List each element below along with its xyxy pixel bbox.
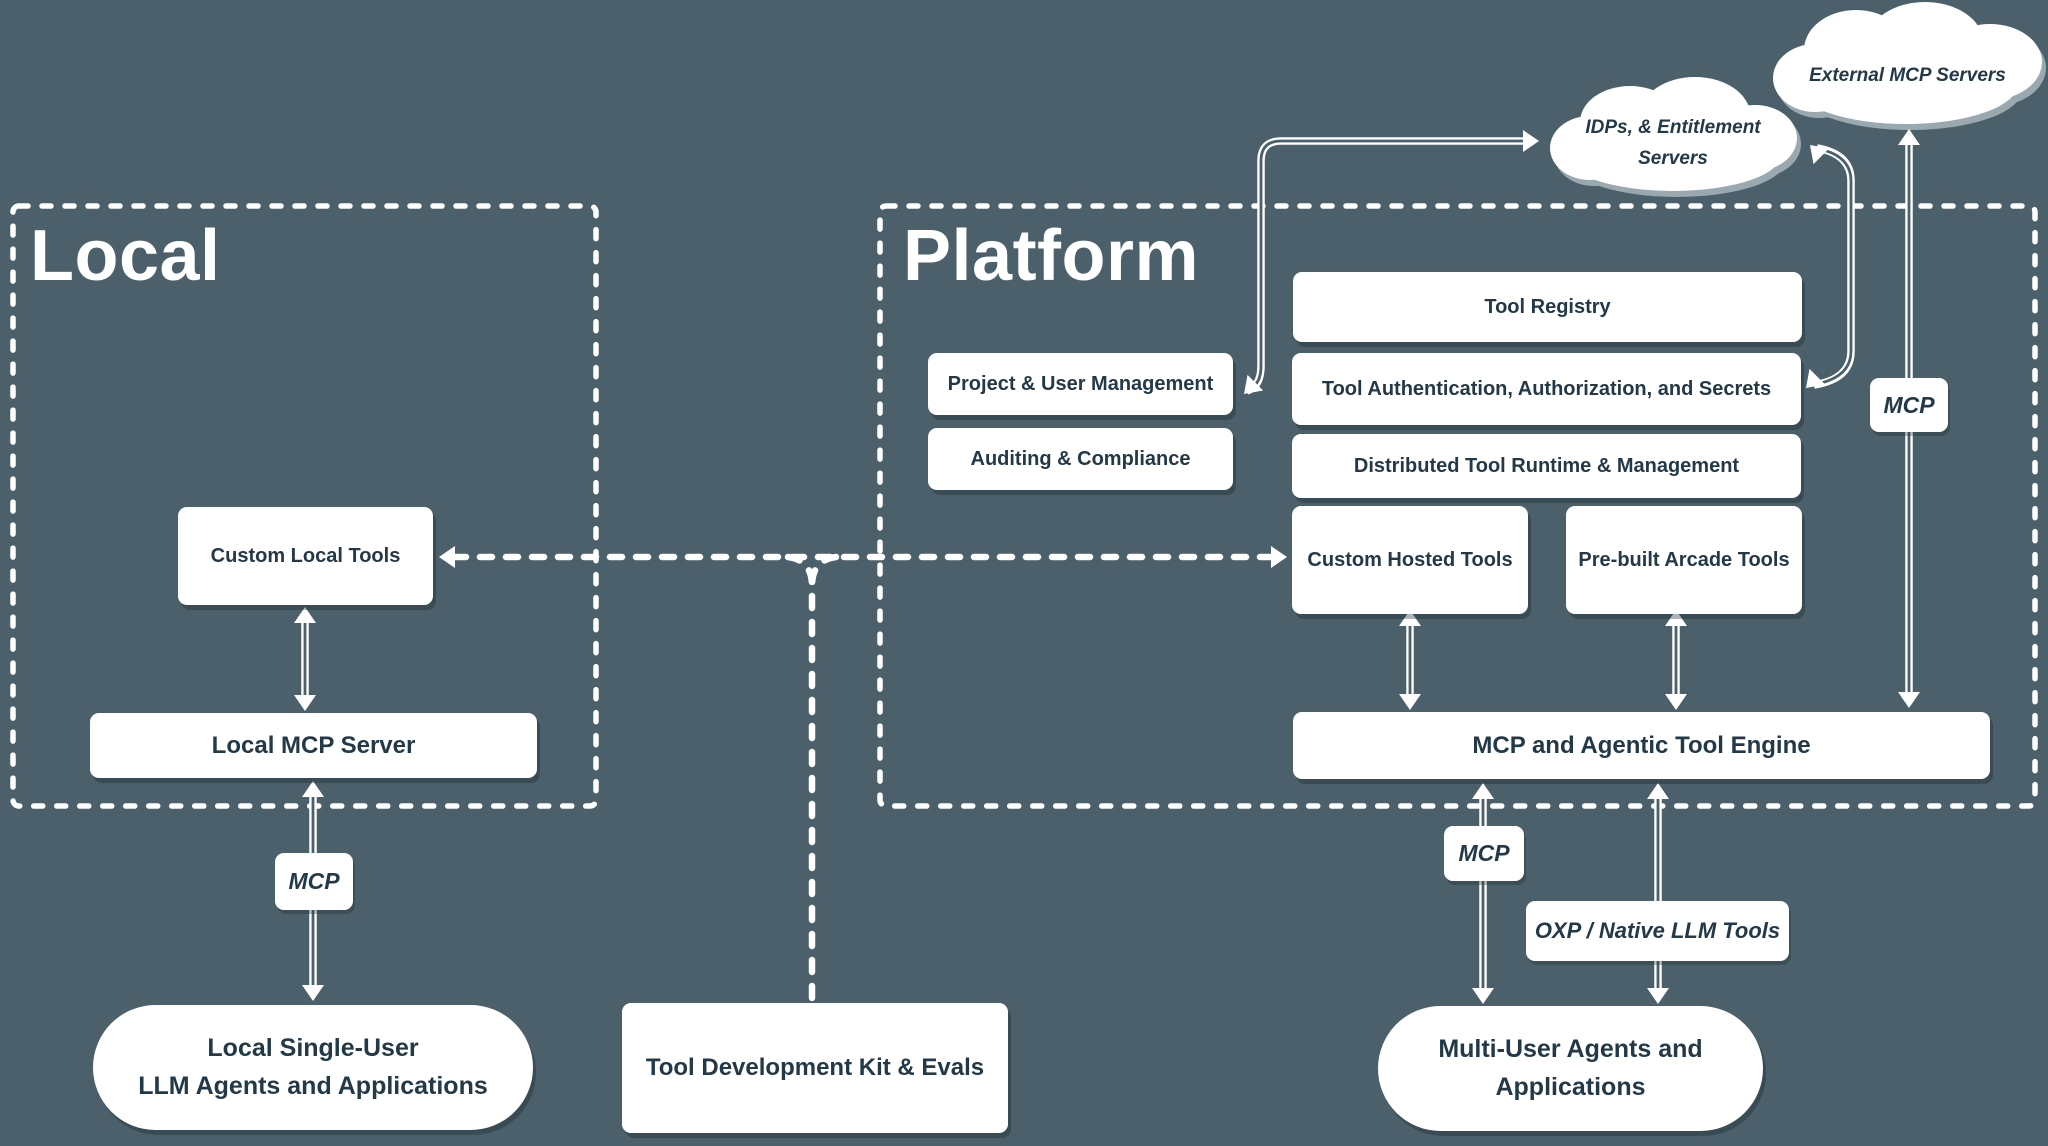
node-multi-user-agents: Multi-User Agents and Applications: [1378, 1006, 1763, 1131]
node-tool-authentication: Tool Authentication, Authorization, and …: [1292, 353, 1801, 425]
node-distributed-tool-runtime: Distributed Tool Runtime & Management: [1292, 434, 1801, 498]
mcp-label-agents: MCP: [1444, 826, 1524, 881]
multi-user-line2: Applications: [1495, 1072, 1646, 1101]
node-local-mcp-server: Local MCP Server: [90, 713, 537, 778]
idps-entitlement-servers-label: IDPs, & Entitlement Servers: [1553, 112, 1793, 174]
arrow-toolauth-idps: [1813, 144, 1855, 389]
node-custom-hosted-tools: Custom Hosted Tools: [1292, 506, 1528, 614]
node-prebuilt-arcade-tools: Pre-built Arcade Tools: [1566, 506, 1802, 614]
dashed-branch-tool-dev-kit: [784, 553, 816, 1005]
node-mcp-agentic-tool-engine: MCP and Agentic Tool Engine: [1293, 712, 1990, 779]
dashed-connector-local-hosted: [450, 553, 1276, 1005]
platform-region-frame: [877, 203, 2038, 809]
node-project-user-management: Project & User Management: [928, 353, 1233, 415]
idps-entitlement-servers-cloud: [1550, 77, 1801, 197]
external-mcp-servers-cloud: [1773, 2, 2046, 130]
node-custom-local-tools: Custom Local Tools: [178, 507, 433, 605]
multi-user-line1: Multi-User Agents and: [1438, 1035, 1703, 1063]
oxp-native-llm-tools-label: OXP / Native LLM Tools: [1526, 901, 1789, 961]
external-mcp-servers-label: External MCP Servers: [1809, 65, 2006, 86]
local-region-title: Local: [30, 216, 221, 296]
idps-label-line1: IDPs, & Entitlement: [1585, 117, 1761, 138]
mcp-label-local: MCP: [275, 853, 353, 910]
mcp-label-external: MCP: [1870, 378, 1948, 432]
node-auditing-compliance: Auditing & Compliance: [928, 428, 1233, 490]
node-tool-development-kit: Tool Development Kit & Evals: [622, 1003, 1008, 1133]
idps-label-line2: Servers: [1638, 148, 1708, 169]
platform-region-title: Platform: [903, 216, 1200, 296]
local-region-frame: [10, 203, 599, 809]
local-agents-line2: LLM Agents and Applications: [138, 1071, 488, 1100]
node-local-single-user-agents: Local Single-User LLM Agents and Applica…: [93, 1005, 533, 1130]
local-agents-line1: Local Single-User: [207, 1034, 419, 1062]
node-tool-registry: Tool Registry: [1293, 272, 1802, 342]
